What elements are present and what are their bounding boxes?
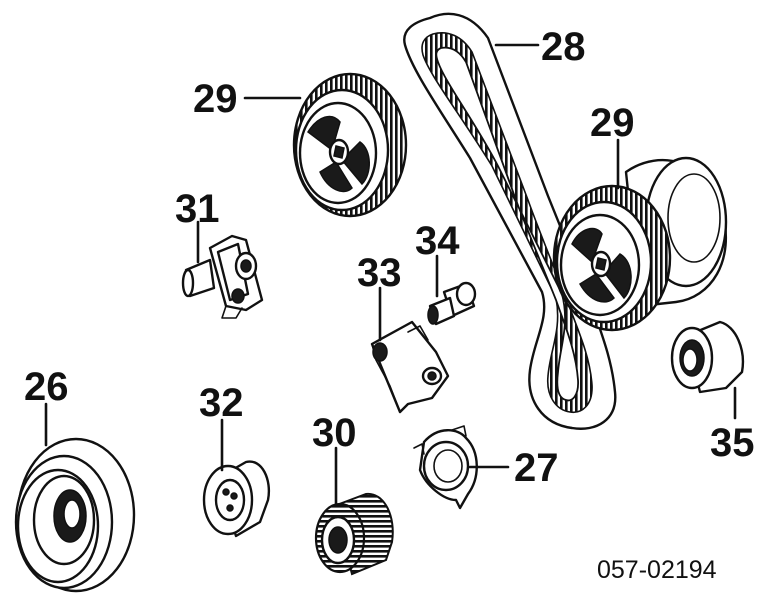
- crankshaft-pulley: [14, 437, 136, 593]
- callout-31: 31: [175, 187, 220, 231]
- crankshaft-sprocket: [314, 492, 394, 576]
- callout-32: 32: [199, 381, 244, 425]
- callout-27: 27: [514, 446, 559, 490]
- belt-guide: [413, 425, 478, 510]
- callout-29-left: 29: [193, 77, 238, 121]
- callout-30: 30: [312, 411, 357, 455]
- callout-35: 35: [710, 421, 755, 465]
- callout-34: 34: [415, 219, 460, 263]
- camshaft-sprocket-right: [552, 156, 728, 332]
- callout-33: 33: [357, 251, 402, 295]
- callout-28: 28: [541, 25, 586, 69]
- camshaft-sprocket-left: [292, 72, 408, 218]
- idler-pulley: [202, 460, 271, 538]
- timing-belt: [403, 12, 617, 430]
- pivot-bolt: [427, 281, 477, 326]
- callout-29-right: 29: [590, 101, 635, 145]
- tensioner-assembly: [181, 234, 264, 319]
- roller-bearing: [670, 320, 745, 394]
- tensioner-arm: [370, 320, 450, 414]
- callout-26: 26: [24, 365, 69, 409]
- figure-code: 057-02194: [597, 556, 717, 584]
